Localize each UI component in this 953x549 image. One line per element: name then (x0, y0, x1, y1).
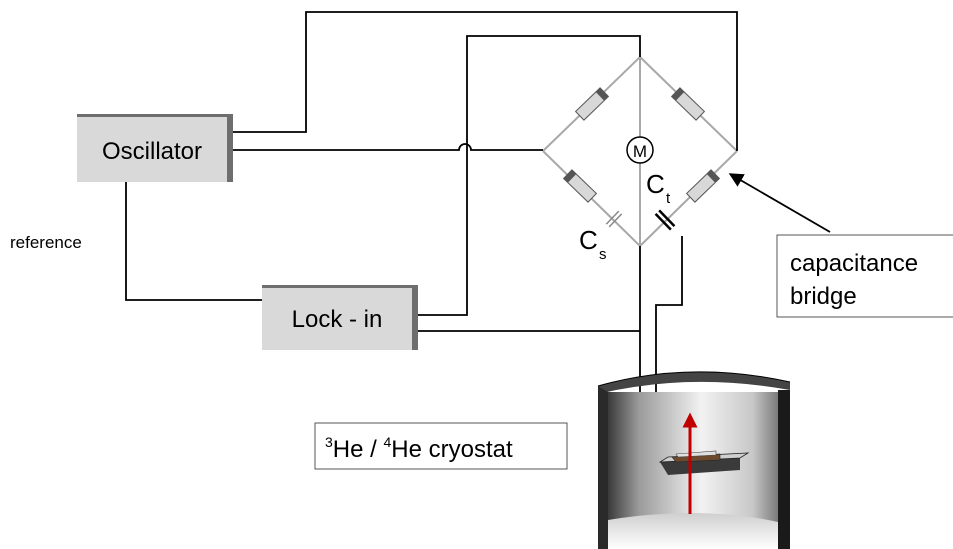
bridge-label-line2: bridge (790, 283, 857, 310)
ct-label: C t (646, 169, 671, 207)
oscillator-box: Oscillator (77, 114, 233, 182)
resistor-upper-left (574, 87, 610, 121)
cryostat (597, 371, 791, 549)
meter: M (626, 136, 654, 164)
oscillator-label: Oscillator (102, 138, 202, 165)
capacitor-ct (654, 209, 676, 231)
lockin-box: Lock - in (262, 285, 418, 350)
svg-text:s: s (599, 246, 607, 263)
capacitor-cs (605, 210, 623, 228)
meter-label: M (633, 142, 647, 161)
svg-text:C: C (646, 169, 665, 199)
lockin-label: Lock - in (292, 306, 383, 333)
signal-wiring (125, 11, 738, 467)
resistor-lower-right (685, 169, 721, 203)
svg-text:3He / 4He cryostat: 3He / 4He cryostat (325, 434, 513, 463)
svg-text:C: C (579, 225, 598, 255)
cs-label: C s (579, 225, 607, 263)
cryostat-label-box: 3He / 4He cryostat (314, 422, 568, 470)
capacitance-bridge-callout: capacitance bridge (728, 173, 953, 318)
sample-stage (658, 450, 750, 475)
reference-label: reference (10, 233, 82, 252)
bridge-resistors (562, 87, 721, 203)
resistor-upper-right (670, 87, 706, 121)
resistor-lower-left (562, 169, 598, 203)
bridge-label-line1: capacitance (790, 250, 918, 277)
svg-text:t: t (666, 190, 671, 207)
